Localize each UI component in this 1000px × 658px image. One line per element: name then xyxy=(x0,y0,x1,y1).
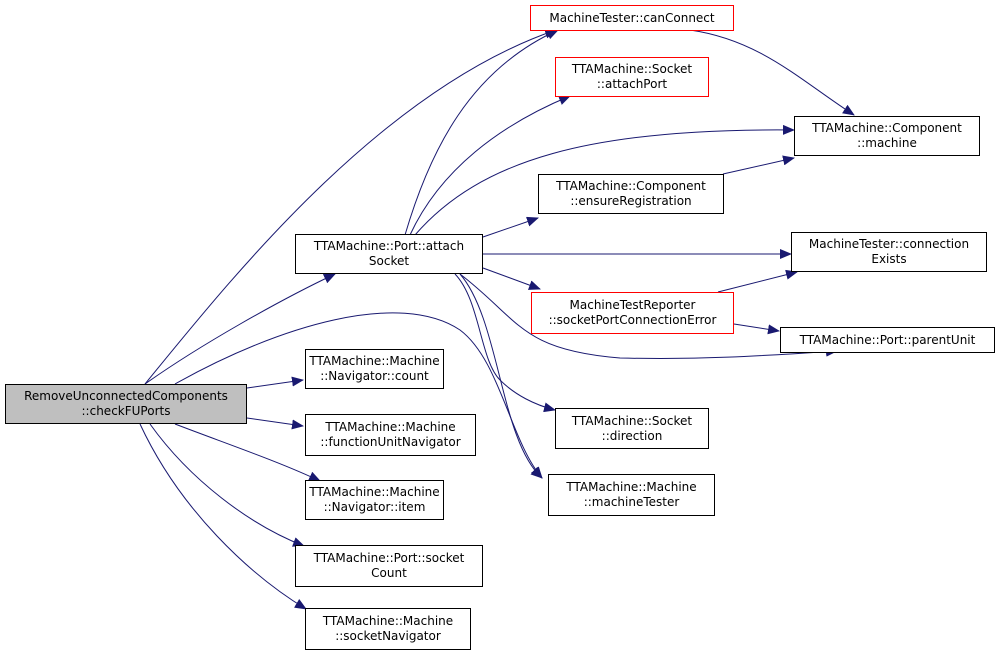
node-label-line1: MachineTestReporter xyxy=(569,298,696,312)
node-label-line2: ::checkFUPorts xyxy=(81,404,171,418)
node-label-line1: MachineTester::canConnect xyxy=(549,10,715,25)
edge-root-canConnect xyxy=(144,28,557,385)
node-label-line1: TTAMachine::Socket xyxy=(571,62,693,76)
node-label-line1: RemoveUnconnectedComponents xyxy=(24,389,228,403)
node-label-line2: ::socketPortConnectionError xyxy=(548,313,717,327)
node-port-socketcount[interactable]: TTAMachine::Port::socket Count xyxy=(295,545,483,587)
node-functionunitnavigator[interactable]: TTAMachine::Machine ::functionUnitNaviga… xyxy=(305,414,476,456)
edge-root-attachSocket xyxy=(144,273,336,385)
node-label-line2: Exists xyxy=(871,252,907,266)
node-label-line2: ::Navigator::count xyxy=(320,369,429,383)
edge-attachSocket-spcError xyxy=(482,267,541,290)
node-label-line2: Count xyxy=(371,566,407,580)
edge-attachSocket-direction xyxy=(454,273,556,413)
node-navigator-count[interactable]: TTAMachine::Machine ::Navigator::count xyxy=(305,349,444,389)
edge-attachSocket-compMachine xyxy=(414,124,795,236)
node-label-line2: Socket xyxy=(368,254,410,268)
node-label-line1: MachineTester::connection xyxy=(808,237,970,251)
node-label-line2: ::Navigator::item xyxy=(323,500,426,514)
node-machinetester-canconnect[interactable]: MachineTester::canConnect xyxy=(530,5,734,31)
node-label-line2: ::machine xyxy=(857,136,917,150)
node-label-line1: TTAMachine::Component xyxy=(556,179,706,193)
node-socket-direction[interactable]: TTAMachine::Socket ::direction xyxy=(555,408,709,449)
node-label-line1: TTAMachine::Machine xyxy=(566,480,697,494)
node-label-line2: ::functionUnitNavigator xyxy=(320,435,461,449)
node-label-line2: ::socketNavigator xyxy=(335,629,441,643)
node-navigator-item[interactable]: TTAMachine::Machine ::Navigator::item xyxy=(305,480,444,520)
edge-attachSocket-parentUnit xyxy=(459,273,838,360)
edge-root-navCount xyxy=(246,376,304,389)
edge-spcError-parentUnit xyxy=(733,323,780,335)
edge-canConnect-compMachine xyxy=(689,29,855,116)
node-reporter-socketportconnectionerror[interactable]: MachineTestReporter ::socketPortConnecti… xyxy=(531,292,734,334)
edge-spcError-connExists xyxy=(717,269,798,293)
node-machinetester-connectionexists[interactable]: MachineTester::connection Exists xyxy=(791,232,987,272)
node-component-machine[interactable]: TTAMachine::Component ::machine xyxy=(794,116,980,156)
node-label-line2: ::machineTester xyxy=(583,495,680,509)
node-checkfuports: RemoveUnconnectedComponents ::checkFUPor… xyxy=(5,384,247,424)
node-label-line1: TTAMachine::Machine xyxy=(325,420,456,434)
edge-root-navItem xyxy=(174,423,321,482)
edge-root-socketNav xyxy=(139,423,307,610)
node-label-line2: ::attachPort xyxy=(596,77,668,91)
node-component-ensureregistration[interactable]: TTAMachine::Component ::ensureRegistrati… xyxy=(538,174,724,214)
node-label-line1: TTAMachine::Port::attach xyxy=(313,239,465,253)
node-socket-attachport[interactable]: TTAMachine::Socket ::attachPort xyxy=(555,57,709,97)
node-label-line2: ::ensureRegistration xyxy=(570,194,692,208)
node-port-parentunit[interactable]: TTAMachine::Port::parentUnit xyxy=(780,327,995,353)
edge-root-socketCount xyxy=(149,423,305,547)
edge-attachSocket-canConnect xyxy=(404,29,559,236)
node-machine-machinetester[interactable]: TTAMachine::Machine ::machineTester xyxy=(548,474,715,516)
node-label-line1: TTAMachine::Machine xyxy=(309,354,440,368)
edge-attachSocket-machineTester xyxy=(459,273,543,479)
edge-root-machineTester xyxy=(174,312,543,479)
node-socketnavigator[interactable]: TTAMachine::Machine ::socketNavigator xyxy=(305,608,471,650)
node-label-line1: TTAMachine::Port::parentUnit xyxy=(799,332,976,347)
node-label-line1: TTAMachine::Component xyxy=(812,121,962,135)
edge-attachSocket-attachPort xyxy=(409,95,571,236)
node-label-line1: TTAMachine::Machine xyxy=(309,485,440,499)
node-label-line1: TTAMachine::Machine xyxy=(322,614,454,628)
node-label-line1: TTAMachine::Socket xyxy=(571,413,693,428)
node-label-line1: TTAMachine::Port::socket xyxy=(313,551,465,565)
edge-ensureReg-compMachine xyxy=(722,155,795,175)
edge-attachSocket-ensureReg xyxy=(482,216,539,238)
edge-root-funcUnitNav xyxy=(246,417,304,430)
node-label-line2: ::direction xyxy=(601,428,663,443)
node-port-attachsocket[interactable]: TTAMachine::Port::attach Socket xyxy=(295,234,483,274)
